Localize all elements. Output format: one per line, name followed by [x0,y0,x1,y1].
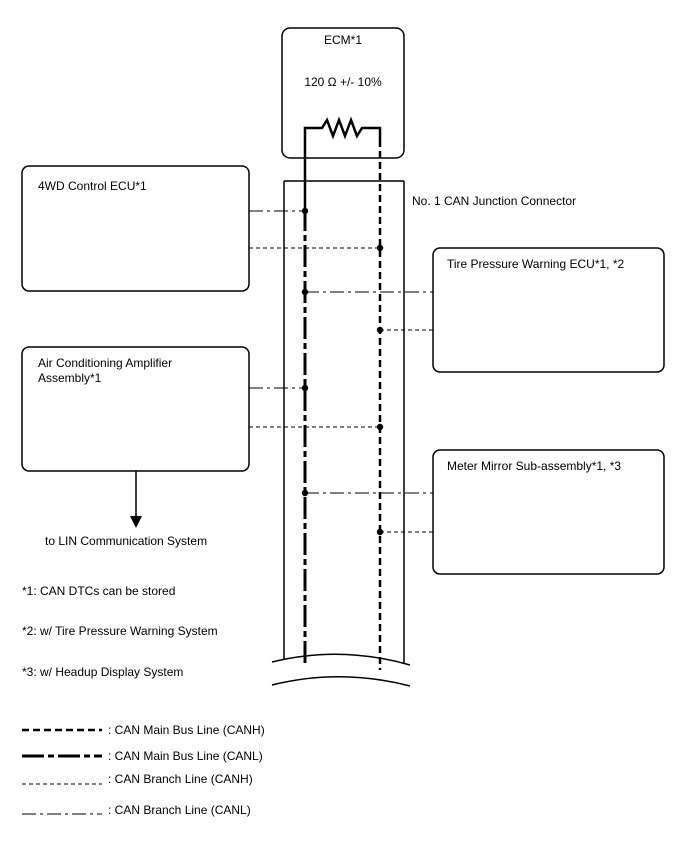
tire-pressure-ecu-box [432,247,665,373]
ac-amplifier-label-line1: Air Conditioning Amplifier [38,356,172,370]
terminating-resistor [303,116,382,209]
ecm-box [281,27,405,159]
legend-label-main-canl: : CAN Main Bus Line (CANL) [108,749,263,763]
lin-arrow-head-icon [130,516,142,528]
4wd-control-ecu-label: 4WD Control ECU*1 [38,179,147,193]
junction-dots [301,207,384,536]
legend-label-branch-canl: : CAN Branch Line (CANL) [108,803,251,817]
junction-connector [271,180,411,687]
footnote-3: *3: w/ Headup Display System [22,665,183,679]
4wd-control-ecu-box [21,165,250,292]
footnote-1: *1: CAN DTCs can be stored [22,584,175,598]
lin-note: to LIN Communication System [45,534,207,548]
ac-amplifier-label-line2: Assembly*1 [38,371,102,385]
meter-mirror-label: Meter Mirror Sub-assembly*1, *3 [447,459,621,473]
footnote-2: *2: w/ Tire Pressure Warning System [22,624,218,638]
meter-mirror-box [432,449,665,575]
ecm-title: ECM*1 [324,33,362,47]
legend-label-main-canh: : CAN Main Bus Line (CANH) [108,723,265,737]
tire-pressure-ecu-label: Tire Pressure Warning ECU*1, *2 [447,257,624,271]
junction-connector-label: No. 1 CAN Junction Connector [412,194,576,208]
legend-label-branch-canh: : CAN Branch Line (CANH) [108,772,253,786]
ecm-resistor-label: 120 Ω +/- 10% [304,75,382,89]
